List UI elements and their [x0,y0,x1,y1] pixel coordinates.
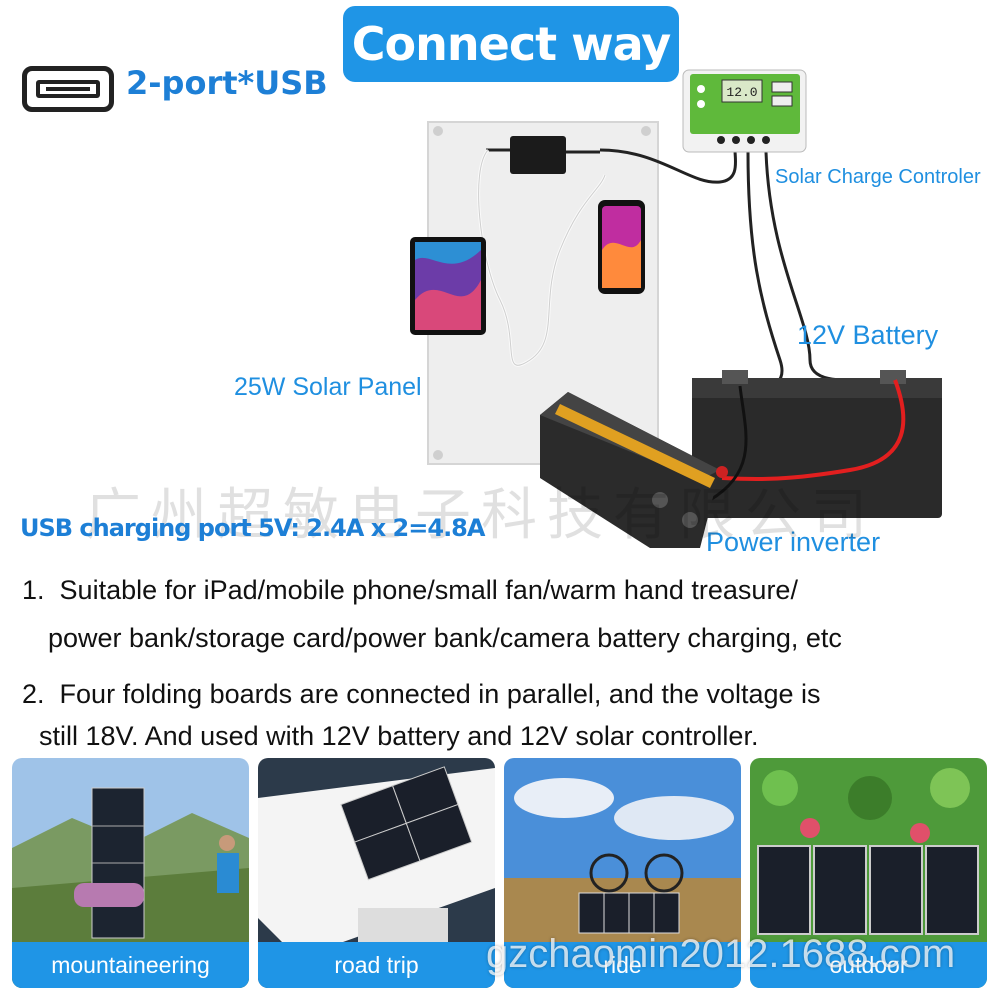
phone-image [598,200,645,294]
list-item-cont: still 18V. And used with 12V battery and… [22,712,997,760]
junction-box-image [510,136,566,174]
battery-label: 12V Battery [797,320,939,350]
controller-label: Solar Charge Controler [775,166,981,188]
scene-road-trip: road trip [258,758,495,988]
list-number: 2. [22,679,45,709]
controller-screen-text: 12.0 [726,85,757,100]
list-text: still 18V. And used with 12V battery and… [39,721,759,751]
connection-diagram: 12.0 [410,69,942,548]
usb-port-label: 2-port*USB [126,64,328,102]
charge-controller-image: 12.0 [682,69,807,153]
list-item: 1. Suitable for iPad/mobile phone/small … [22,566,997,614]
scene-caption: mountaineering [12,942,249,988]
scene-caption: ride [504,942,741,988]
list-number: 1. [22,575,45,605]
scene-ride: ride [504,758,741,988]
site-watermark: gzchaomin2012.1688.com [486,932,956,976]
scene-outdoor: outdoor [750,758,987,988]
list-item: 2. Four folding boards are connected in … [22,670,997,718]
scene-mountaineering: mountaineering [12,758,249,988]
inverter-label: Power inverter [706,527,881,557]
tablet-image [410,237,486,335]
list-item-cont: power bank/storage card/power bank/camer… [22,614,997,662]
list-text: power bank/storage card/power bank/camer… [48,623,842,653]
feature-list: 1. Suitable for iPad/mobile phone/small … [22,566,997,760]
list-text: Suitable for iPad/mobile phone/small fan… [59,575,798,605]
power-inverter-image [540,392,728,548]
usb-port-icon [22,66,114,112]
company-watermark: 广州超敏电子科技有限公司 [85,483,877,546]
scene-caption: road trip [258,942,495,988]
battery-image [692,370,942,518]
solar-panel-label: 25W Solar Panel [234,373,422,401]
usb-charging-spec: USB charging port 5V: 2.4A x 2=4.8A [20,514,485,542]
scene-caption: outdoor [750,942,987,988]
page-title: Connect way [343,6,679,82]
list-text: Four folding boards are connected in par… [59,679,821,709]
